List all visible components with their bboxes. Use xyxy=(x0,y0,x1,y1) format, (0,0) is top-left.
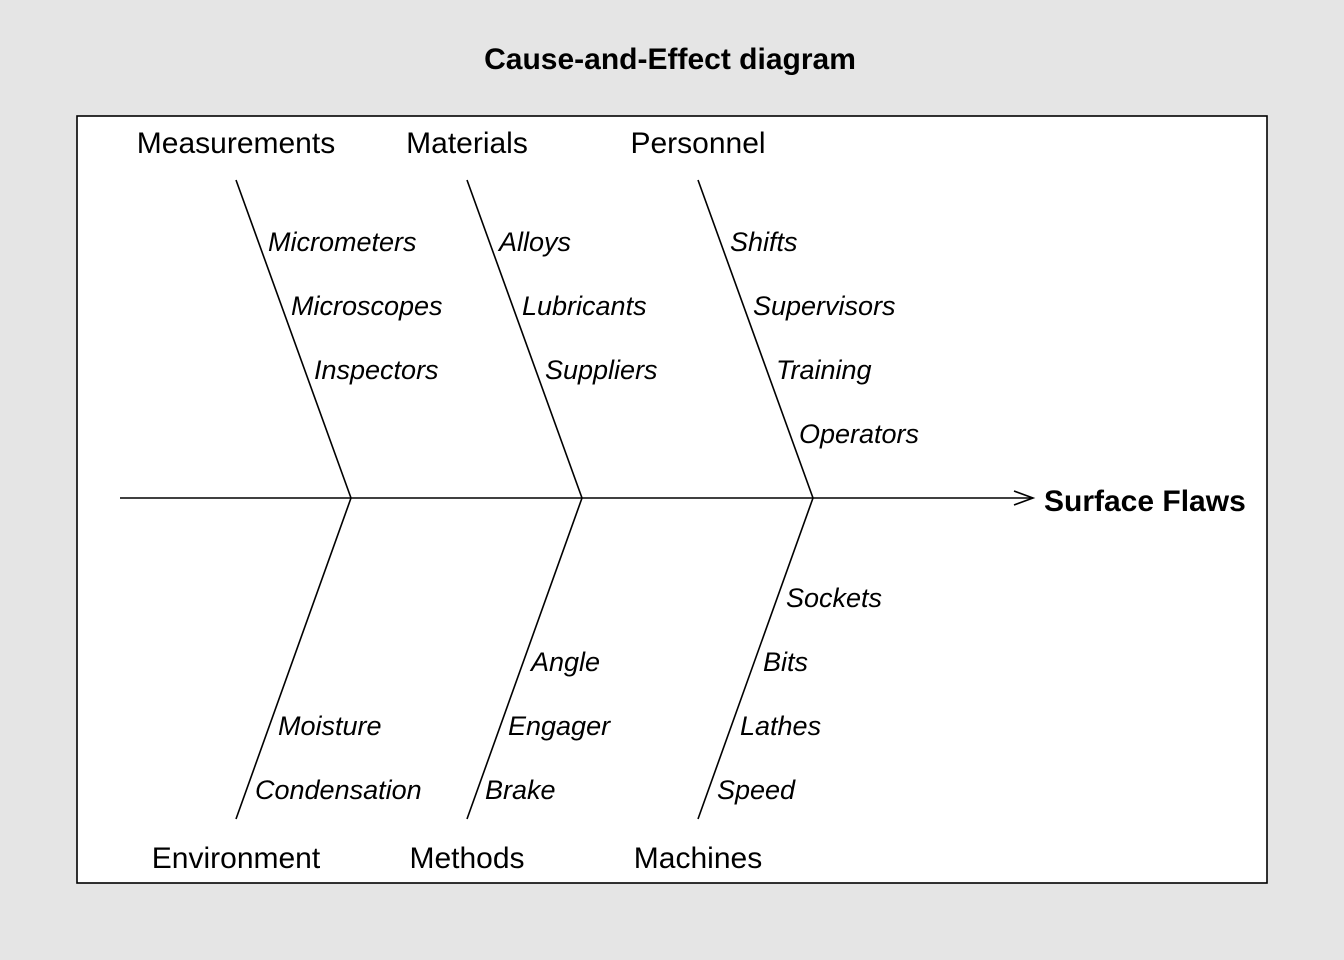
cause-label: Suppliers xyxy=(545,355,658,385)
cause-label: Shifts xyxy=(730,227,798,257)
plot-panel xyxy=(76,115,1268,884)
category-label: Measurements xyxy=(137,127,335,160)
branch-machines: Machines Sockets Bits Lathes Speed xyxy=(634,497,882,875)
branch-environment: Environment Moisture Condensation xyxy=(152,497,422,875)
bone-line xyxy=(466,179,583,499)
cause-label: Sockets xyxy=(786,583,882,613)
spine-arrowhead xyxy=(1013,490,1036,506)
cause-label: Lubricants xyxy=(522,291,647,321)
cause-label: Bits xyxy=(763,647,808,677)
cause-label: Moisture xyxy=(278,711,382,741)
cause-label: Training xyxy=(776,355,872,385)
category-label: Methods xyxy=(409,842,524,875)
effect-label: Surface Flaws xyxy=(1044,485,1246,518)
cause-label: Engager xyxy=(508,711,611,741)
cause-label: Alloys xyxy=(497,227,571,257)
category-label: Materials xyxy=(406,127,528,160)
branch-personnel: Personnel Shifts Supervisors Training Op… xyxy=(630,127,919,499)
branch-materials: Materials Alloys Lubricants Suppliers xyxy=(406,127,658,499)
cause-label: Brake xyxy=(485,775,556,805)
cause-label: Condensation xyxy=(255,775,422,805)
category-label: Environment xyxy=(152,842,321,875)
category-label: Machines xyxy=(634,842,762,875)
cause-label: Micrometers xyxy=(268,227,417,257)
cause-label: Operators xyxy=(799,419,919,449)
cause-label: Supervisors xyxy=(753,291,896,321)
branch-measurements: Measurements Micrometers Microscopes Ins… xyxy=(137,127,443,499)
branch-methods: Methods Angle Engager Brake xyxy=(409,497,611,875)
diagram-title: Cause-and-Effect diagram xyxy=(484,43,856,76)
bone-line xyxy=(697,179,814,499)
category-label: Personnel xyxy=(630,127,765,160)
bone-line xyxy=(235,497,352,820)
bone-line xyxy=(466,497,583,820)
cause-label: Inspectors xyxy=(314,355,439,385)
bone-line xyxy=(697,497,814,820)
cause-label: Speed xyxy=(717,775,796,805)
cause-label: Angle xyxy=(529,647,600,677)
cause-label: Lathes xyxy=(740,711,821,741)
cause-label: Microscopes xyxy=(291,291,443,321)
bone-line xyxy=(235,179,352,499)
